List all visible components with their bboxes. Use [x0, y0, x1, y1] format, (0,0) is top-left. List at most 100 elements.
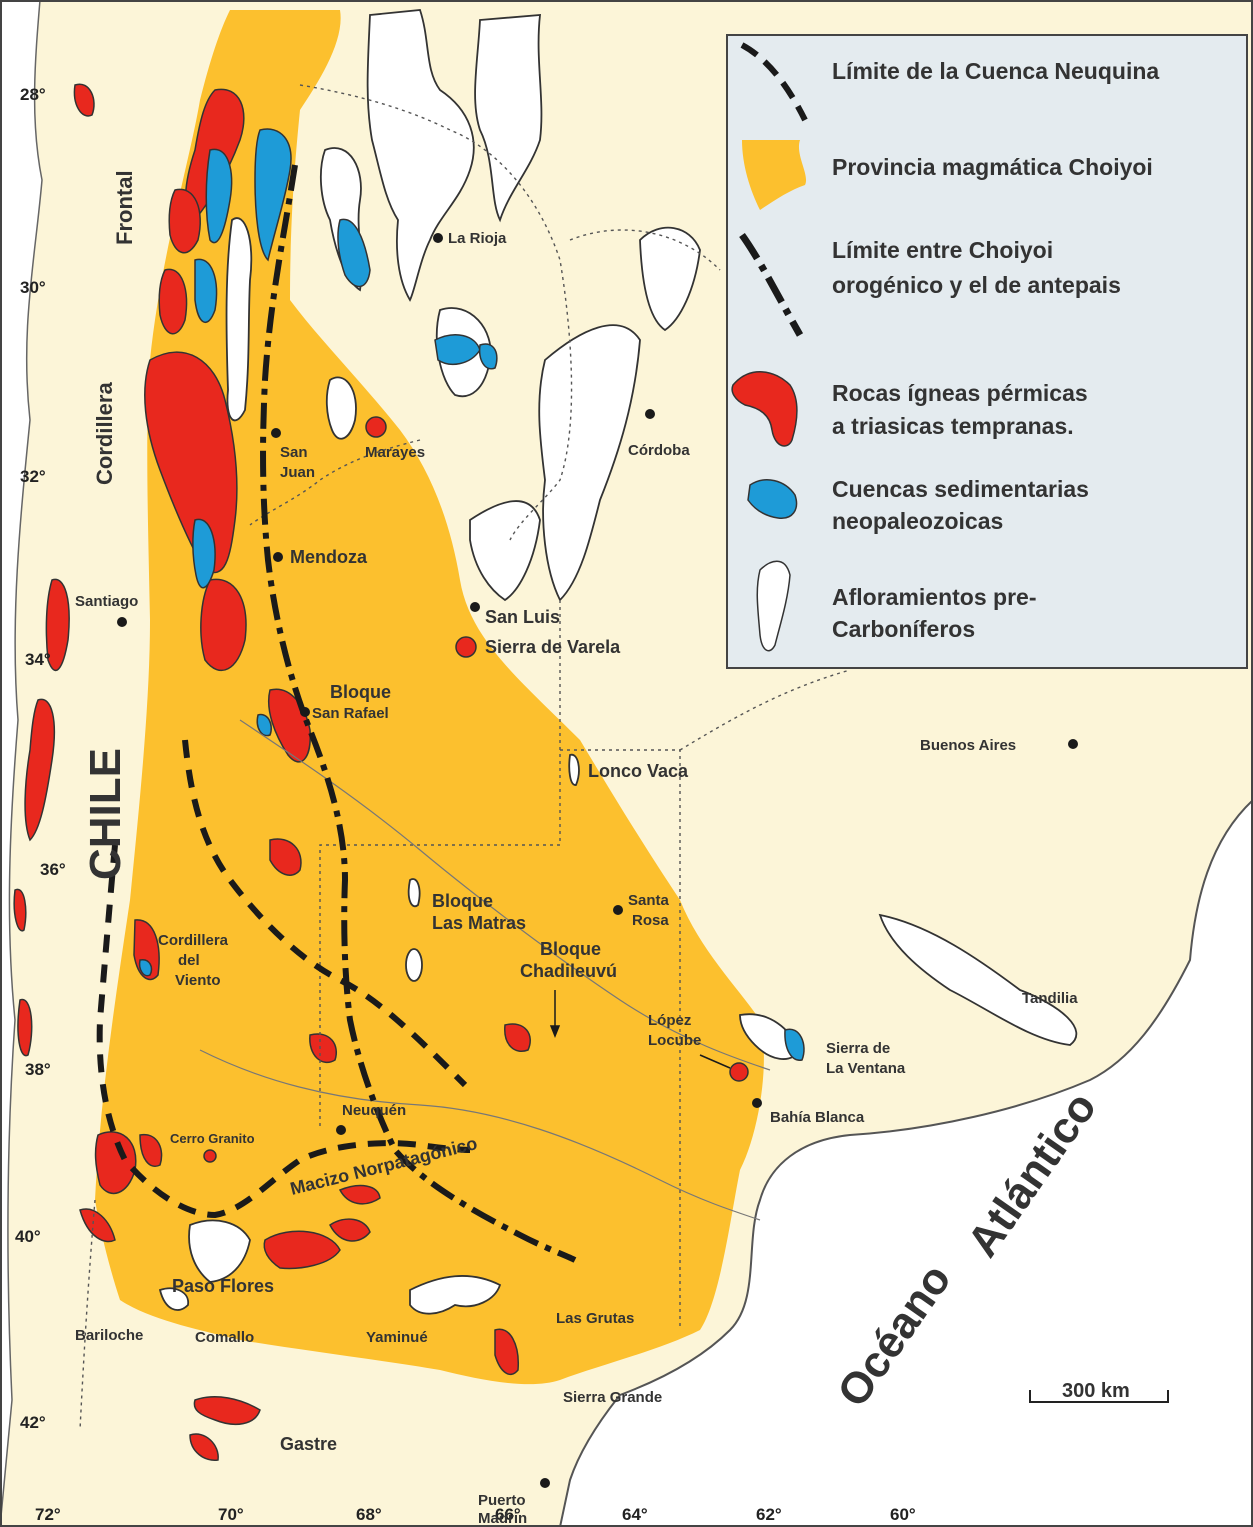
- legend-label-orogenic-2: orogénico y el de antepais: [832, 272, 1121, 298]
- label-lopez-2: Locube: [648, 1032, 701, 1049]
- legend-label-igneous-1: Rocas ígneas pérmicas: [832, 380, 1088, 406]
- outcrop-precordillera: [225, 217, 253, 422]
- boundary-3: [319, 600, 561, 1130]
- label-cordillera: Cordillera: [92, 382, 117, 485]
- lat-36: 36°: [40, 860, 66, 879]
- river-negro: [199, 1049, 761, 1221]
- label-bloque-sr-1: Bloque: [330, 682, 391, 702]
- outcrop-ambargasta: [639, 226, 701, 332]
- legend-symbol-neuquen-limit: [740, 42, 808, 122]
- igneous-marayes: [365, 416, 387, 438]
- dot-san-juan: [271, 428, 281, 438]
- label-bloque-sr-2: San Rafael: [312, 705, 389, 722]
- igneous-6: [200, 578, 247, 672]
- legend-label-choiyoi: Provincia magmática Choiyoi: [832, 154, 1153, 180]
- igneous-1: [73, 83, 95, 117]
- label-santiago: Santiago: [75, 593, 138, 610]
- igneous-cerro-granito: [203, 1149, 217, 1163]
- legend-label-orogenic-1: Límite entre Choiyoi: [832, 237, 1053, 263]
- orogenic-foreland-limit: [260, 164, 577, 1263]
- label-rosa: Rosa: [632, 912, 669, 929]
- lon-72: 72°: [35, 1505, 61, 1524]
- lon-66: 66°: [495, 1505, 521, 1524]
- label-sierra-ventana-1: Sierra de: [826, 1040, 890, 1057]
- boundary-5: [679, 669, 851, 751]
- scale-bar-line: [1029, 1390, 1169, 1403]
- dot-cordoba: [645, 409, 655, 419]
- igneous-3: [168, 188, 201, 254]
- neuquen-limit-south: [96, 844, 471, 1219]
- outcrop-las-matras-2: [405, 948, 423, 982]
- legend-symbol-orogenic-limit: [739, 232, 804, 337]
- lat-30: 30°: [20, 278, 46, 297]
- label-cerro-granito: Cerro Granito: [170, 1131, 255, 1146]
- outcrop-famatina: [366, 9, 475, 302]
- igneous-varela: [455, 636, 477, 658]
- label-cordoba: Córdoba: [628, 442, 690, 459]
- label-juan: Juan: [280, 464, 315, 481]
- lon-68: 68°: [356, 1505, 382, 1524]
- label-santa: Santa: [628, 892, 670, 909]
- atlantic-ocean: [558, 798, 1253, 1527]
- label-cord-viento-3: Viento: [175, 972, 221, 989]
- place-labels: La Rioja San Juan Marayes Córdoba Mendoz…: [75, 230, 1078, 1527]
- label-cord-viento-1: Cordillera: [158, 932, 229, 949]
- basin-7: [256, 713, 272, 737]
- scale-bar: 300 km: [1029, 1380, 1169, 1403]
- label-puerto: Puerto: [478, 1492, 526, 1509]
- basin-1: [254, 128, 292, 262]
- choiyoi-province: [95, 10, 764, 1385]
- label-neuquen: Neuquén: [342, 1102, 406, 1119]
- dot-san-rafael: [300, 707, 310, 717]
- label-tandilia: Tandilia: [1022, 990, 1078, 1007]
- label-bloque-lm-1: Bloque: [432, 891, 493, 911]
- label-san: San: [280, 444, 308, 461]
- arrow-chadileuvu-head: [549, 1025, 561, 1039]
- lat-40: 40°: [15, 1227, 41, 1246]
- label-marayes: Marayes: [365, 444, 425, 461]
- igneous-16: [329, 1218, 371, 1242]
- igneous-9: [309, 1033, 337, 1064]
- basin-ventania: [784, 1028, 805, 1061]
- igneous-12: [94, 1131, 137, 1195]
- neuquen-limit-north: [182, 739, 468, 1088]
- label-sierra-varela: Sierra de Varela: [485, 637, 621, 657]
- basin-3: [194, 258, 218, 323]
- label-cord-viento-2: del: [178, 952, 200, 969]
- igneous-4: [158, 268, 188, 335]
- sedimentary-basins: [138, 128, 805, 1061]
- igneous-14: [79, 1208, 116, 1243]
- igneous-chile-4: [17, 998, 33, 1057]
- legend-symbol-choiyoi: [742, 140, 807, 210]
- igneous-20: [189, 1433, 219, 1461]
- latitude-labels: 28° 30° 32° 34° 36° 38° 40° 42°: [15, 85, 66, 1432]
- basin-6: [192, 518, 216, 589]
- outcrop-tandilia: [878, 913, 1078, 1046]
- outcrop-las-matras-1: [407, 878, 421, 908]
- label-yaminue: Yaminué: [366, 1329, 428, 1346]
- dot-santiago: [117, 617, 127, 627]
- legend-label-outcrops-2: Carboníferos: [832, 616, 975, 642]
- igneous-5: [144, 351, 238, 574]
- label-paso-flores: Paso Flores: [172, 1276, 274, 1296]
- legend-symbol-basins: [747, 479, 798, 519]
- legend-label-basins-2: neopaleozoicas: [832, 508, 1003, 534]
- outcrop-paso-flores: [188, 1219, 251, 1283]
- igneous-10: [504, 1023, 531, 1052]
- igneous-chile-3: [13, 888, 27, 932]
- dot-santa-rosa: [613, 905, 623, 915]
- label-gastre: Gastre: [280, 1434, 337, 1454]
- legend-box: [726, 34, 1248, 669]
- igneous-18: [494, 1328, 519, 1376]
- orogenic-limit-line: [260, 164, 577, 1263]
- dot-san-luis: [470, 602, 480, 612]
- legend-label-basins-1: Cuencas sedimentarias: [832, 476, 1089, 502]
- label-buenos-aires: Buenos Aires: [920, 737, 1016, 754]
- label-bahia-blanca: Bahía Blanca: [770, 1109, 865, 1126]
- outcrop-ventania: [739, 1013, 802, 1060]
- label-chile: CHILE: [81, 748, 130, 880]
- pre-carboniferous-outcrops: [158, 9, 1078, 1315]
